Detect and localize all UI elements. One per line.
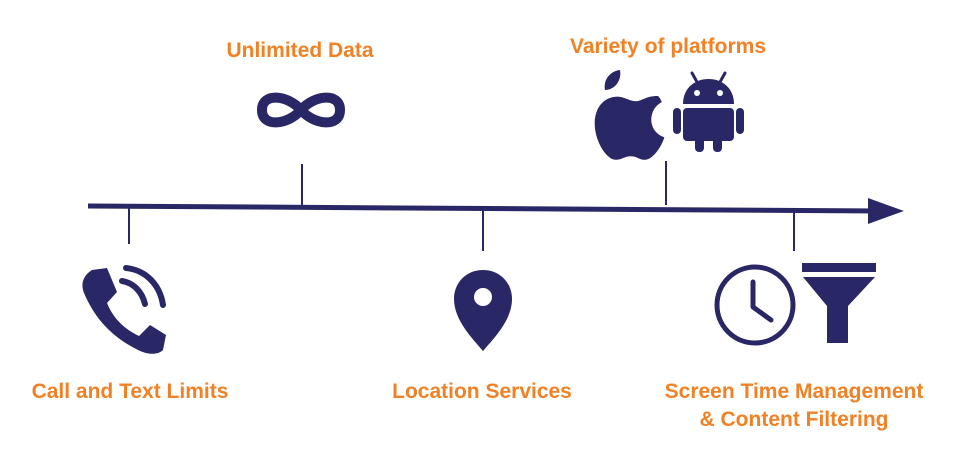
label-screen-time-content-filtering: Screen Time Management & Content Filteri…: [634, 378, 954, 434]
clock-icon: [714, 264, 796, 346]
label-screen-time-line2: & Content Filtering: [699, 408, 889, 431]
label-variety-of-platforms: Variety of platforms: [569, 35, 767, 58]
apple-icon: [594, 70, 665, 160]
label-call-and-text-limits: Call and Text Limits: [31, 380, 229, 403]
android-icon: [673, 71, 744, 152]
filter-icon: [802, 263, 876, 343]
phone-icon: [82, 265, 166, 354]
timeline-arrowhead: [868, 198, 904, 224]
label-screen-time-line1: Screen Time Management: [664, 380, 924, 403]
label-location-services: Location Services: [392, 380, 572, 403]
infinity-icon: [256, 92, 346, 128]
map-pin-icon: [454, 270, 512, 351]
timeline: [87, 161, 904, 251]
label-unlimited-data: Unlimited Data: [226, 39, 374, 62]
